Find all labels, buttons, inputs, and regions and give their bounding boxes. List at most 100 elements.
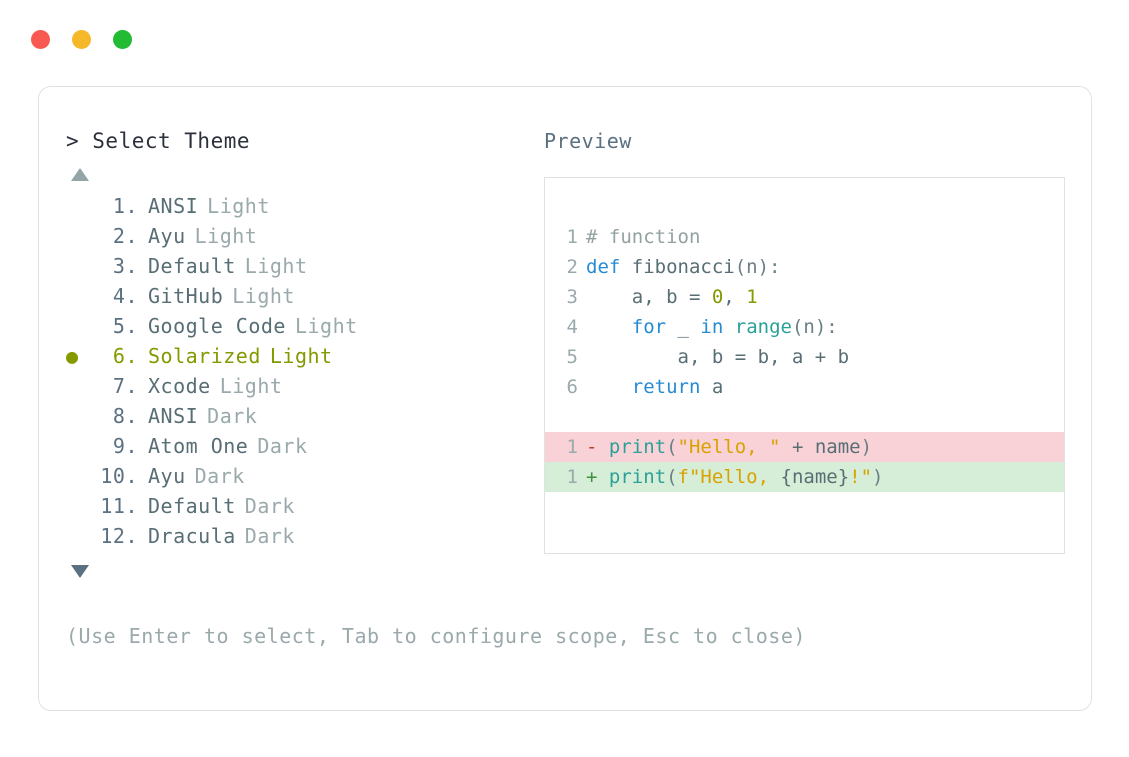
diff-sign: -	[586, 436, 609, 458]
theme-list-item[interactable]: 12. Dracula Dark	[66, 521, 536, 551]
theme-item-variant: Dark	[244, 524, 295, 548]
code-token: 1	[746, 286, 758, 308]
line-number: 5	[566, 346, 578, 368]
theme-item-variant: Light	[219, 374, 283, 398]
code-token	[723, 316, 734, 338]
theme-item-index: 2.	[112, 224, 138, 248]
code-line: 1 # function	[545, 222, 1064, 252]
theme-item-variant: Dark	[194, 464, 245, 488]
code-line: 5 a, b = b, a + b	[545, 342, 1064, 372]
theme-item-index: 7.	[112, 374, 138, 398]
theme-list-item[interactable]: 7. Xcode Light	[66, 371, 536, 401]
code-token: name	[814, 436, 861, 458]
theme-item-index: 11.	[100, 494, 138, 518]
line-number: 3	[566, 286, 578, 308]
theme-list-item[interactable]: 4. GitHub Light	[66, 281, 536, 311]
code-token: (	[666, 466, 678, 488]
theme-item-name: Google Code	[148, 314, 286, 338]
line-number: 4	[566, 316, 578, 338]
selected-bullet-icon: ●	[66, 344, 79, 368]
theme-item-index: 6.	[112, 344, 138, 368]
line-number: 1	[566, 226, 578, 248]
code-line: 6 return a	[545, 372, 1064, 402]
code-token: _	[666, 316, 701, 338]
theme-list-item[interactable]: 3. Default Light	[66, 251, 536, 281]
code-token: in	[700, 316, 724, 338]
theme-item-variant: Light	[194, 224, 258, 248]
theme-item-name: Xcode	[148, 374, 211, 398]
traffic-lights	[31, 29, 132, 49]
theme-item-variant: Light	[244, 254, 308, 278]
code-token: print	[608, 436, 667, 458]
code-token: print	[608, 466, 667, 488]
theme-item-variant: Dark	[257, 434, 308, 458]
code-token	[586, 376, 632, 398]
theme-list-item[interactable]: ● 6. Solarized Light	[66, 341, 536, 371]
diff-sign: +	[586, 466, 609, 488]
theme-item-name: ANSI	[148, 194, 199, 218]
theme-item-name: Default	[148, 254, 236, 278]
close-button[interactable]	[31, 29, 50, 49]
diff-line: 1- print("Hello, " + name)	[545, 432, 1064, 462]
maximize-button[interactable]	[113, 29, 132, 49]
theme-list-item[interactable]: 8. ANSI Dark	[66, 401, 536, 431]
code-token	[586, 316, 632, 338]
theme-item-index: 3.	[112, 254, 138, 278]
theme-item-variant: Light	[269, 344, 333, 368]
theme-item-name: GitHub	[148, 284, 224, 308]
code-token: (n):	[791, 316, 838, 338]
code-token: +	[780, 436, 815, 458]
code-token: range	[734, 316, 792, 338]
theme-item-variant: Dark	[207, 404, 258, 428]
code-token: ,	[723, 286, 747, 308]
theme-item-index: 8.	[112, 404, 138, 428]
line-number: 2	[566, 256, 578, 278]
theme-item-variant: Light	[294, 314, 358, 338]
scroll-down-icon[interactable]	[71, 565, 89, 578]
theme-item-index: 9.	[112, 434, 138, 458]
page-title: > Select Theme	[66, 129, 251, 153]
code-token: for	[631, 316, 667, 338]
code-token: (	[666, 436, 678, 458]
line-number: 6	[566, 376, 578, 398]
theme-item-name: ANSI	[148, 404, 199, 428]
theme-item-index: 4.	[112, 284, 138, 308]
theme-item-index: 1.	[112, 194, 138, 218]
code-token: 0	[711, 286, 724, 308]
theme-item-name: Dracula	[148, 524, 236, 548]
code-line: 4 for _ in range(n):	[545, 312, 1064, 342]
code-token: !"	[849, 466, 873, 488]
theme-list-item[interactable]: 10. Ayu Dark	[66, 461, 536, 491]
scroll-up-icon[interactable]	[71, 168, 89, 181]
preview-label: Preview	[544, 129, 632, 153]
theme-list-item[interactable]: 9. Atom One Dark	[66, 431, 536, 461]
code-token: (n):	[734, 256, 781, 278]
theme-item-variant: Light	[232, 284, 295, 308]
theme-item-name: Ayu	[148, 464, 186, 488]
code-token	[620, 256, 631, 278]
theme-item-name: Solarized	[148, 344, 261, 368]
code-token: )	[872, 466, 884, 488]
theme-item-index: 12.	[100, 524, 138, 548]
code-token: f"Hello,	[677, 466, 781, 488]
theme-item-name: Atom One	[148, 434, 249, 458]
code-token: "Hello, "	[677, 436, 781, 458]
diff-block: 1- print("Hello, " + name)1+ print(f"Hel…	[545, 432, 1064, 492]
minimize-button[interactable]	[72, 29, 91, 49]
theme-item-index: 10.	[100, 464, 138, 488]
theme-item-variant: Dark	[244, 494, 295, 518]
title-bar	[0, 0, 1129, 78]
code-token: # function	[586, 226, 701, 248]
code-token: a	[700, 376, 724, 398]
